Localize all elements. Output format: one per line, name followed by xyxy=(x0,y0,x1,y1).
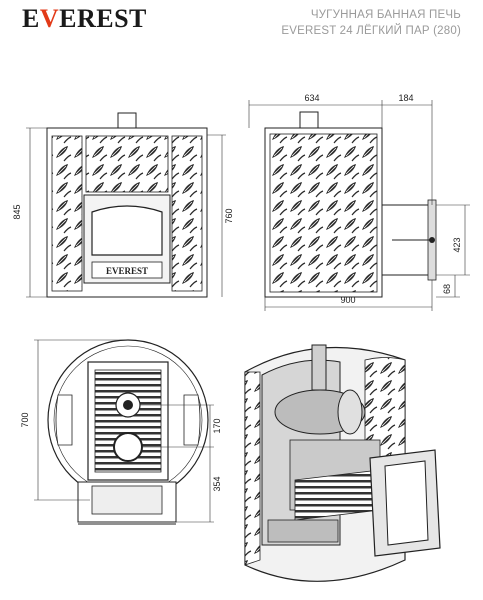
dim-plan-offset-1: 170 xyxy=(212,418,222,433)
dim-door-height: 760 xyxy=(224,208,234,223)
top-view: 700 170 354 xyxy=(20,339,222,525)
dim-door-bottom: 68 xyxy=(442,284,452,294)
chimney-pipe-side xyxy=(299,111,319,129)
door-logo: EVEREST xyxy=(106,266,148,276)
isometric-cutaway xyxy=(244,344,441,582)
dim-total-depth: 900 xyxy=(340,295,355,305)
side-view: 634 184 900 423 68 xyxy=(248,93,470,311)
chimney-pipe xyxy=(117,112,137,129)
dim-firebox-ext: 184 xyxy=(398,93,413,103)
door-glass xyxy=(91,205,163,256)
dim-plan-diameter: 700 xyxy=(20,412,30,427)
dim-front-height: 845 xyxy=(12,204,22,219)
title-line-1: ЧУГУННАЯ БАННАЯ ПЕЧЬ xyxy=(310,9,461,21)
dim-door-center: 423 xyxy=(452,237,462,252)
dim-side-width: 634 xyxy=(304,93,319,103)
title-line-2: EVEREST 24 ЛЁГКИЙ ПАР (280) xyxy=(281,25,461,37)
dim-plan-offset-2: 354 xyxy=(212,476,222,491)
brand-logo: EVEREST xyxy=(22,4,147,33)
front-view: EVEREST 845 760 xyxy=(12,112,234,298)
